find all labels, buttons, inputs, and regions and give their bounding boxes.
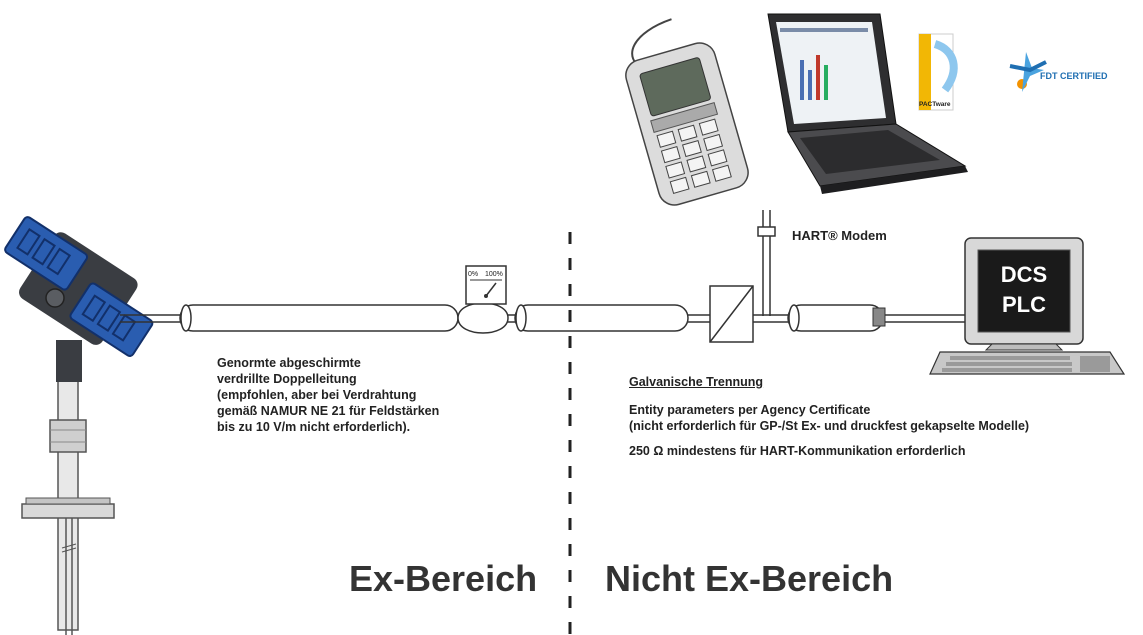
- isolation-heading: Galvanische Trennung: [629, 375, 764, 389]
- shielded-cable-segment-1: [179, 304, 459, 332]
- transmitter-nut: [49, 419, 87, 453]
- transmitter: [4, 216, 154, 635]
- hart-modem-connection: [757, 210, 776, 316]
- dcs-label: DCS: [1001, 262, 1047, 287]
- pactware-logo-text: PACTware: [919, 101, 951, 108]
- cable-note-line: verdrillte Doppelleitung: [217, 372, 357, 386]
- cable-note-line: gemäß NAMUR NE 21 für Feldstärken: [217, 404, 440, 418]
- hart-modem-label: HART® Modem: [792, 228, 887, 243]
- cable-note: Genormte abgeschirmte verdrillte Doppell…: [217, 355, 439, 435]
- transmitter-flange: [21, 503, 115, 519]
- cable-note-line: (empfohlen, aber bei Verdrahtung: [217, 388, 417, 402]
- laptop: [767, 13, 968, 194]
- isolation-note-line3: 250 Ω mindestens für HART-Kommunikation …: [629, 444, 966, 458]
- cable-note-line: Genormte abgeschirmte: [217, 356, 361, 370]
- handheld-communicator: [625, 18, 749, 206]
- isolation-note-line1: Entity parameters per Agency Certificate: [629, 403, 871, 417]
- cable-note-line: bis zu 10 V/m nicht erforderlich).: [217, 420, 411, 434]
- pactware-logo: PACTware: [918, 33, 958, 111]
- plc-label: PLC: [1002, 292, 1046, 317]
- fdt-certified-logo: FDT CERTIFIED: [1009, 52, 1108, 92]
- shielded-cable-segment-2: [514, 304, 689, 332]
- cable-gland: [45, 288, 65, 308]
- ex-zone-label: Ex-Bereich: [349, 558, 538, 599]
- indicator-meter: 0% 100%: [457, 265, 509, 334]
- non-ex-zone-label: Nicht Ex-Bereich: [605, 558, 894, 599]
- isolation-note-line2: (nicht erforderlich für GP-/St Ex- und d…: [629, 419, 1030, 433]
- galvanic-isolator: [709, 285, 754, 343]
- meter-label-min: 0%: [468, 271, 478, 278]
- dcs-plc-workstation: DCS PLC: [929, 237, 1126, 375]
- dcs-connector: [872, 307, 886, 327]
- shielded-cable-segment-3: [787, 304, 884, 332]
- meter-label-max: 100%: [485, 271, 503, 278]
- fdt-logo-text: FDT CERTIFIED: [1040, 71, 1108, 81]
